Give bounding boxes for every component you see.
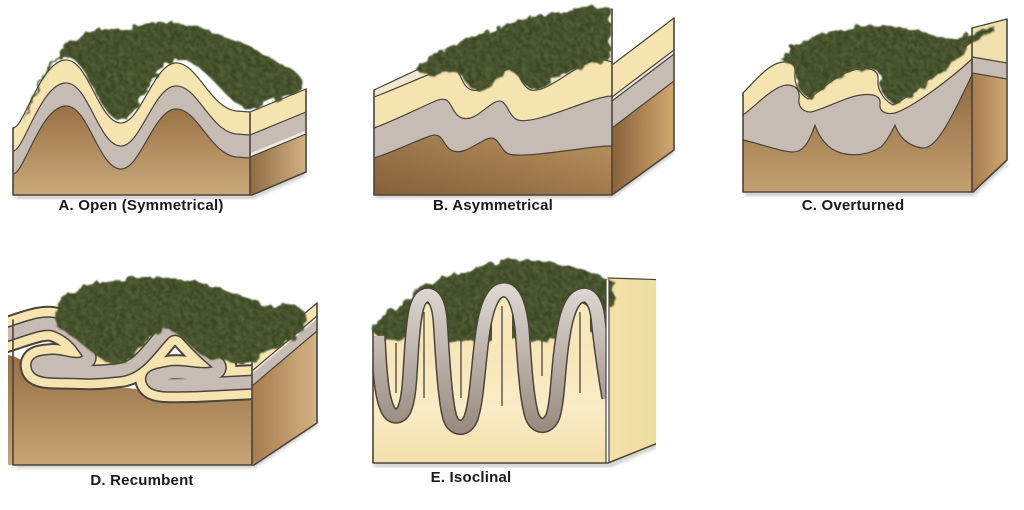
block-shadow <box>745 161 1008 196</box>
front-face <box>373 10 613 195</box>
axial-seam-lines <box>395 306 581 406</box>
front-face <box>8 305 252 465</box>
side-face <box>971 18 1008 192</box>
block-edges <box>12 88 307 196</box>
block-edges <box>373 8 675 196</box>
block-edges <box>372 279 656 464</box>
panel-label-e: E. Isoclinal <box>430 469 512 486</box>
block-shadow <box>16 172 306 199</box>
fold-diagram-open-symmetrical <box>12 22 307 199</box>
block-shadow <box>374 443 656 467</box>
block-edges <box>742 18 1008 193</box>
front-face <box>12 59 251 196</box>
side-face <box>607 277 656 463</box>
side-face <box>611 17 675 195</box>
fold-diagram-asymmetrical <box>373 6 675 198</box>
panel-label-d: D. Recumbent <box>90 472 194 489</box>
panel-label-a: A. Open (Symmetrical) <box>58 197 224 214</box>
fold-diagram-recumbent <box>8 277 318 468</box>
isoclinal-band <box>373 282 608 436</box>
block-shadow <box>375 150 675 198</box>
block-edges <box>12 302 318 466</box>
fold-diagram-isoclinal <box>372 259 656 467</box>
fold-diagram-overturned <box>742 18 1008 196</box>
front-face <box>742 40 973 192</box>
panel-label-b: B. Asymmetrical <box>433 197 553 214</box>
panel-label-c: C. Overturned <box>801 197 905 214</box>
side-face <box>249 88 307 195</box>
